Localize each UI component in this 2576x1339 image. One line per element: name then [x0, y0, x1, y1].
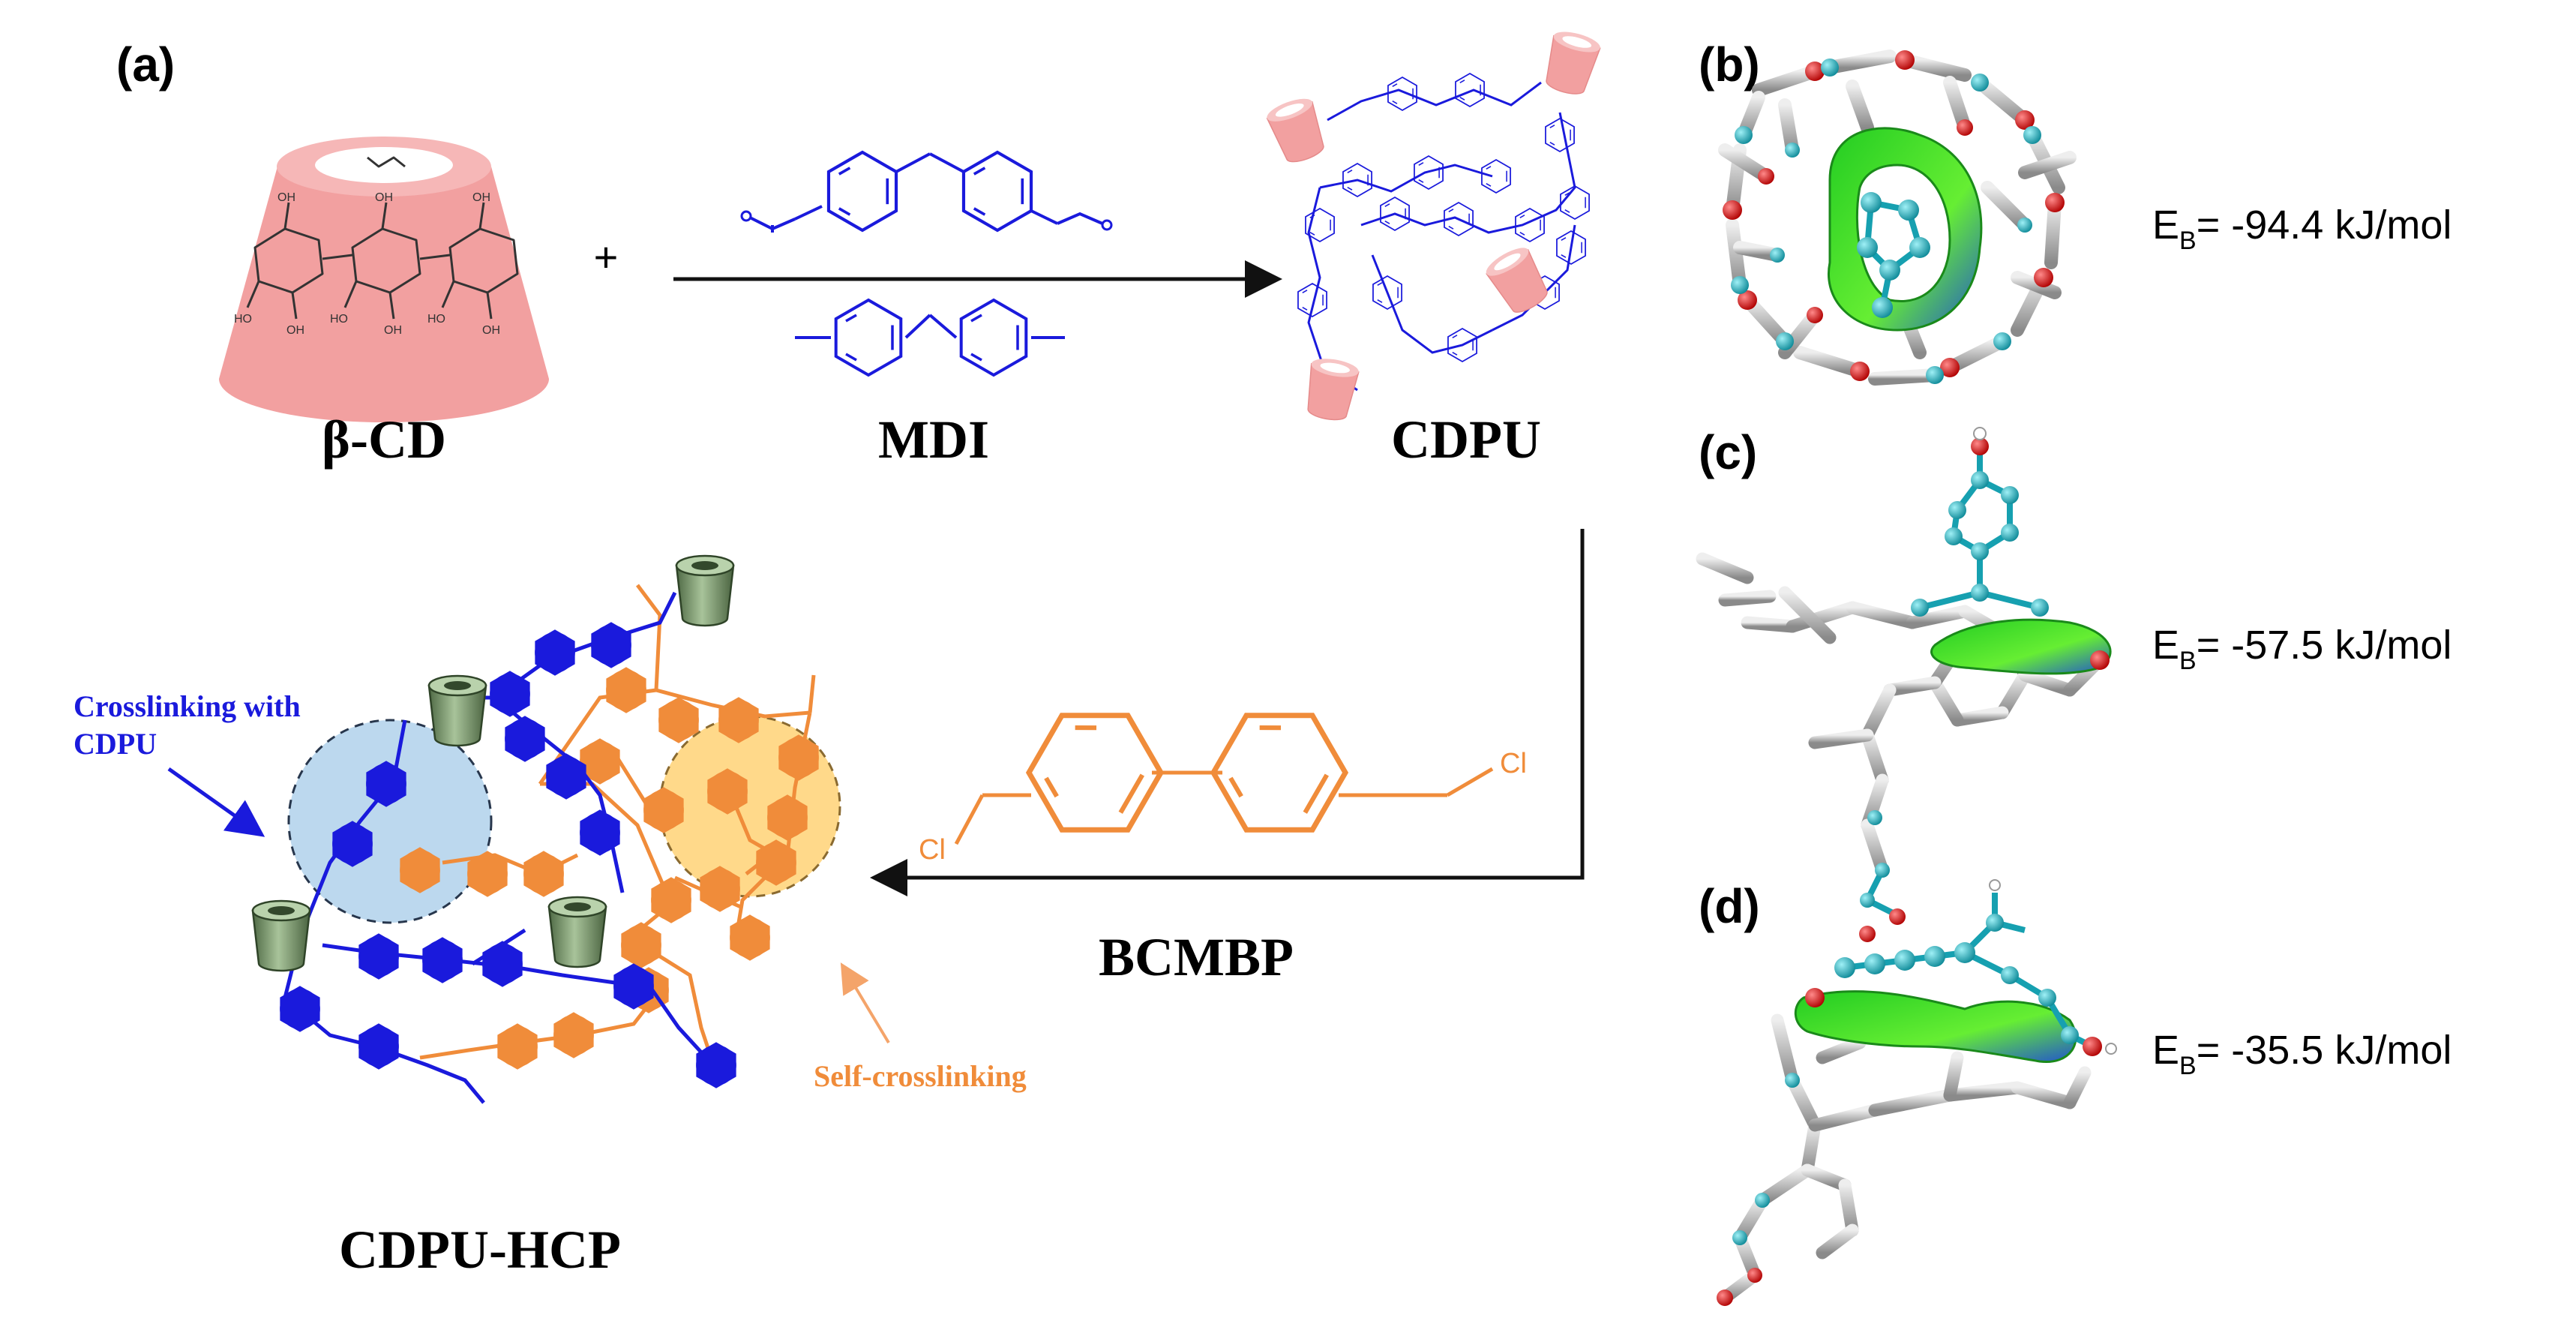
svg-text:HO: HO: [234, 313, 252, 326]
svg-text:OH: OH: [384, 324, 402, 337]
svg-text:HO: HO: [427, 313, 445, 326]
binding-energy-b: EB= -94.4 kJ/mol: [2152, 203, 2452, 255]
bcmbp-label: BCMBP: [1099, 927, 1294, 987]
crosslinking-pointer-arrow: [167, 767, 265, 837]
panel-label-d: (d): [1699, 879, 1760, 933]
crosslinking-label-line1: Crosslinking with: [73, 689, 301, 723]
panel-label-a: (a): [116, 38, 175, 92]
svg-text:OH: OH: [277, 191, 295, 204]
cdpu-cd-unit-1: [1264, 93, 1331, 168]
plus-sign: +: [594, 233, 619, 281]
hcp-cd-unit-3: [251, 899, 311, 972]
svg-text:OH: OH: [375, 191, 393, 204]
mdi-label: MDI: [878, 410, 989, 470]
crosslinking-label-line2: CDPU: [73, 727, 157, 761]
hcp-cd-unit-1: [675, 554, 735, 627]
binding-energy-c: EB= -57.5 kJ/mol: [2152, 623, 2452, 675]
cdpu-hcp-label: CDPU-HCP: [339, 1220, 621, 1280]
complex-c-molecular-render: [1696, 427, 2112, 942]
cdpu-cd-unit-2: [1540, 27, 1603, 99]
svg-text:OH: OH: [472, 191, 490, 204]
svg-text:OH: OH: [286, 324, 304, 337]
reaction-arrow-bent: [870, 529, 1585, 896]
bcmbp-cl-left: Cl: [919, 834, 946, 866]
self-crosslinking-pointer-arrow: [840, 962, 890, 1044]
beta-cd-cone-icon: OH OH OH HO OH HO OH HO OH: [219, 137, 549, 422]
svg-text:HO: HO: [330, 313, 348, 326]
binding-energy-d: EB= -35.5 kJ/mol: [2152, 1028, 2452, 1080]
cdpu-cd-unit-4: [1301, 355, 1361, 424]
svg-text:OH: OH: [482, 324, 500, 337]
mdi-repeat-unit: [795, 300, 1065, 375]
cdpu-cd-unit-3: [1482, 242, 1555, 320]
mdi-structure: [740, 152, 1113, 233]
cdpu-network-sketch: [1298, 74, 1589, 392]
crosslinking-highlight-circle: [287, 719, 493, 924]
beta-cd-label: β-CD: [322, 410, 446, 470]
bcmbp-structure: [954, 687, 1494, 859]
panel-label-c: (c): [1699, 425, 1757, 479]
complex-b-molecular-render: [1718, 50, 2077, 386]
panel-label-b: (b): [1699, 38, 1760, 92]
cdpu-hcp-network: [251, 554, 841, 1104]
hcp-cd-unit-2: [427, 674, 487, 747]
complex-d-molecular-render: [1717, 879, 2117, 1306]
self-crosslinking-label: Self-crosslinking: [814, 1059, 1027, 1093]
hcp-cd-unit-4: [547, 896, 607, 968]
bcmbp-cl-right: Cl: [1500, 748, 1527, 779]
cdpu-label: CDPU: [1391, 410, 1541, 470]
